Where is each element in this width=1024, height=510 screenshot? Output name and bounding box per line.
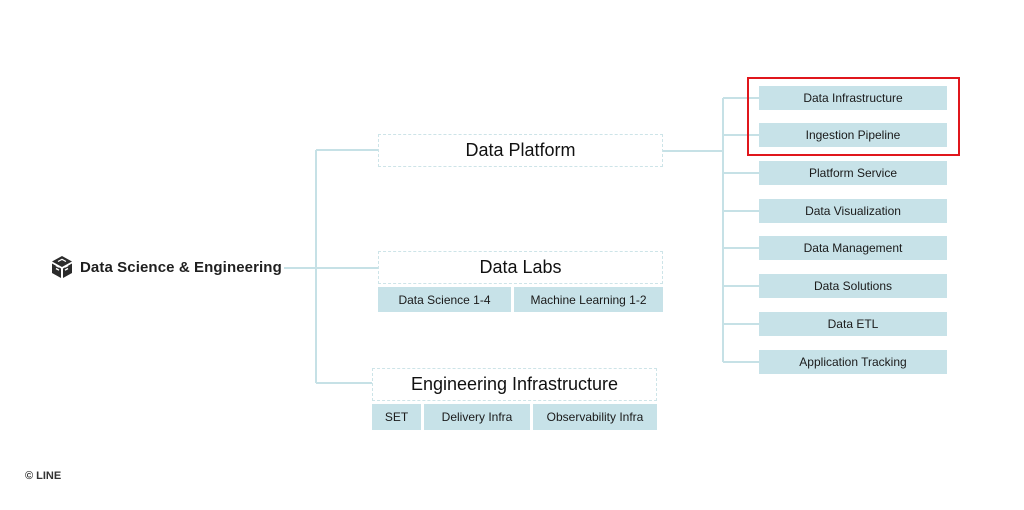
team-data-management: Data Management xyxy=(759,236,947,260)
team-ingestion-pipeline: Ingestion Pipeline xyxy=(759,123,947,147)
team-data-science: Data Science 1-4 xyxy=(378,287,511,312)
team-machine-learning: Machine Learning 1-2 xyxy=(514,287,663,312)
dept-data-labs: Data Labs xyxy=(378,251,663,284)
team-data-infrastructure: Data Infrastructure xyxy=(759,86,947,110)
dept-data-platform: Data Platform xyxy=(378,134,663,167)
cube-logo-icon xyxy=(50,255,74,279)
team-observability-infra: Observability Infra xyxy=(533,404,657,430)
team-set: SET xyxy=(372,404,421,430)
team-data-etl: Data ETL xyxy=(759,312,947,336)
team-data-solutions: Data Solutions xyxy=(759,274,947,298)
team-platform-service: Platform Service xyxy=(759,161,947,185)
org-root: Data Science & Engineering xyxy=(50,255,282,279)
highlight-box xyxy=(747,77,960,156)
team-application-tracking: Application Tracking xyxy=(759,350,947,374)
dept-engineering-infrastructure: Engineering Infrastructure xyxy=(372,368,657,401)
team-delivery-infra: Delivery Infra xyxy=(424,404,530,430)
copyright-text: © LINE xyxy=(25,470,62,482)
team-data-visualization: Data Visualization xyxy=(759,199,947,223)
root-label: Data Science & Engineering xyxy=(80,258,282,276)
